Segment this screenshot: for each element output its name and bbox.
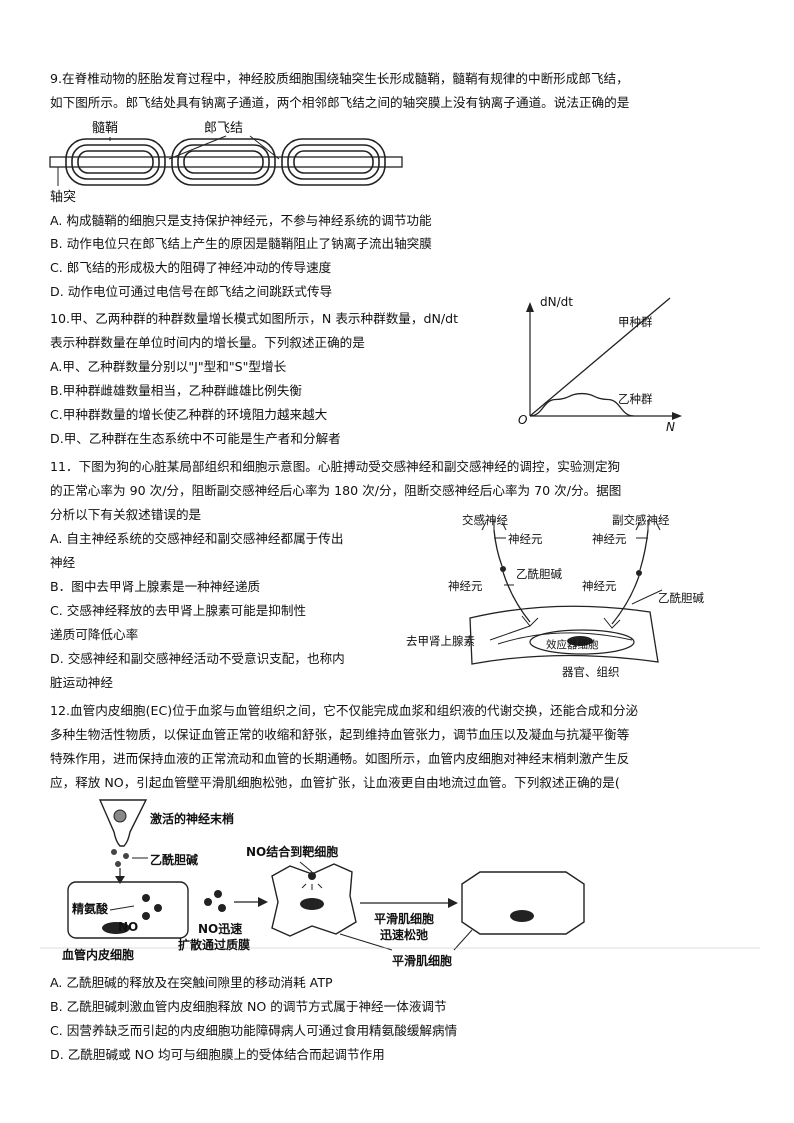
- series-label-yi: 乙种群: [618, 392, 653, 406]
- no-label: NO: [118, 920, 139, 934]
- ach-label-2: 乙酰胆碱: [658, 591, 704, 605]
- q12-option-c: C. 因营养缺乏而引起的内皮细胞功能障碍病人可通过食用精氨酸缓解病情: [50, 1023, 458, 1038]
- q10-stem-line1: 10.甲、乙两种群的种群数量增长模式如图所示，N 表示种群数量，dN/dt: [50, 311, 459, 326]
- ach-label-1: 乙酰胆碱: [516, 567, 562, 581]
- q11-option-b: B．图中去甲肾上腺素是一种神经递质: [50, 579, 261, 594]
- q12-stem-line3: 特殊作用，进而保持血液的正常流动和血管的长期通畅。如图所示，血管内皮细胞对神经末…: [50, 751, 630, 766]
- neuron-label-3: 神经元: [448, 579, 483, 593]
- q9-option-a: A. 构成髓鞘的细胞只是支持保护神经元，不参与神经系统的调节功能: [50, 213, 432, 228]
- q12-stem-line4: 应，释放 NO，引起血管壁平滑肌细胞松弛，血管扩张，让血液更自由地流过血管。下列…: [50, 775, 620, 790]
- origin-label: O: [518, 413, 528, 427]
- sympathetic-nerve-label: 交感神经: [462, 513, 508, 527]
- q11-option-a-cont: 神经: [50, 555, 76, 570]
- q11-option-c-cont: 递质可降低心率: [50, 627, 139, 642]
- ach-label-q12: 乙酰胆碱: [150, 853, 199, 867]
- q11-option-a: A. 自主神经系统的交感神经和副交感神经都属于传出: [50, 531, 344, 546]
- q9-stem-line2: 如下图所示。郎飞结处具有钠离子通道，两个相邻郎飞结之间的轴突膜上没有钠离子通道。…: [50, 95, 630, 110]
- node-of-ranvier-label: 郎飞结: [204, 121, 244, 136]
- no-bind-target-label: NO结合到靶细胞: [246, 845, 339, 859]
- q9-stem-line1: 9.在脊椎动物的胚胎发育过程中，神经胶质细胞围绕轴突生长形成髓鞘，髓鞘有规律的中…: [50, 71, 629, 86]
- q9-option-c: C. 郎飞结的形成极大的阻碍了神经冲动的传导速度: [50, 260, 332, 275]
- q10-option-a: A.甲、乙种群数量分别以"J"型和"S"型增长: [50, 359, 287, 374]
- q11-stem-line1: 11．下图为狗的心脏某局部组织和细胞示意图。心脏搏动受交感神经和副交感神经的调控…: [50, 459, 621, 474]
- y-axis-arrow: [526, 302, 534, 312]
- q11-option-c: C. 交感神经释放的去甲肾上腺素可能是抑制性: [50, 603, 307, 618]
- q10-option-c: C.甲种群数量的增长使乙种群的环境阻力越来越大: [50, 407, 328, 422]
- q12-option-b: B. 乙酰胆碱刺激血管内皮细胞释放 NO 的调节方式属于神经一体液调节: [50, 999, 447, 1014]
- parasympathetic-nerve-label: 副交感神经: [612, 513, 670, 527]
- q11-option-d: D. 交感神经和副交感神经活动不受意识支配，也称内: [50, 651, 345, 666]
- norepinephrine-label: 去甲肾上腺素: [406, 634, 475, 648]
- neuron-label-2: 神经元: [592, 532, 627, 546]
- q11-option-d-cont: 脏运动神经: [50, 675, 113, 690]
- q12-option-d: D. 乙酰胆碱或 NO 均可与细胞膜上的受体结合而起调节作用: [50, 1047, 385, 1062]
- q10-stem-line2: 表示种群数量在单位时间内的增长量。下列叙述正确的是: [50, 335, 365, 350]
- relax-label-1: 平滑肌细胞: [374, 912, 435, 926]
- myelin-label: 髓鞘: [92, 121, 119, 136]
- nerve-ending-label: 激活的神经末梢: [150, 812, 235, 826]
- axon-label: 轴突: [50, 190, 77, 205]
- no-diffuse-label-1: NO迅速: [198, 922, 243, 936]
- neuron-label-1: 神经元: [508, 532, 543, 546]
- y-axis-label: dN/dt: [540, 295, 573, 309]
- q12-stem-line1: 12.血管内皮细胞(EC)位于血浆与血管组织之间，它不仅能完成血浆和组织液的代谢…: [50, 703, 639, 718]
- q11-stem-line2: 的正常心率为 90 次/分，阻断副交感神经后心率为 180 次/分，阻断交感神经…: [50, 483, 622, 498]
- organ-tissue-label: 器官、组织: [562, 665, 620, 679]
- smooth-muscle-label: 平滑肌细胞: [392, 954, 453, 968]
- q9-option-b: B. 动作电位只在郎飞结上产生的原因是髓鞘阻止了钠离子流出轴突膜: [50, 236, 432, 251]
- relax-label-2: 迅速松弛: [380, 928, 429, 942]
- q10-option-b: B.甲种群雌雄数量相当，乙种群雌雄比例失衡: [50, 383, 302, 398]
- arginine-label: 精氨酸: [72, 902, 109, 916]
- effector-cell-label: 效应器细胞: [546, 639, 599, 651]
- q12-option-a: A. 乙酰胆碱的释放及在突触间隙里的移动消耗 ATP: [50, 975, 333, 990]
- q10-option-d: D.甲、乙种群在生态系统中不可能是生产者和分解者: [50, 431, 341, 446]
- q11-stem-line3: 分析以下有关叙述错误的是: [50, 507, 202, 522]
- endothelial-cell-label: 血管内皮细胞: [62, 948, 135, 962]
- q9-option-d: D. 动作电位可通过电信号在郎飞结之间跳跃式传导: [50, 284, 333, 299]
- q12-stem-line2: 多种生物活性物质，以保证血管正常的收缩和舒张，起到维持血管张力，调节血压以及凝血…: [50, 727, 630, 742]
- series-label-jia: 甲种群: [618, 315, 653, 329]
- x-axis-label: N: [666, 420, 675, 434]
- no-diffuse-label-2: 扩散通过质膜: [178, 938, 251, 952]
- x-axis-arrow: [672, 412, 682, 420]
- neuron-label-4: 神经元: [582, 579, 617, 593]
